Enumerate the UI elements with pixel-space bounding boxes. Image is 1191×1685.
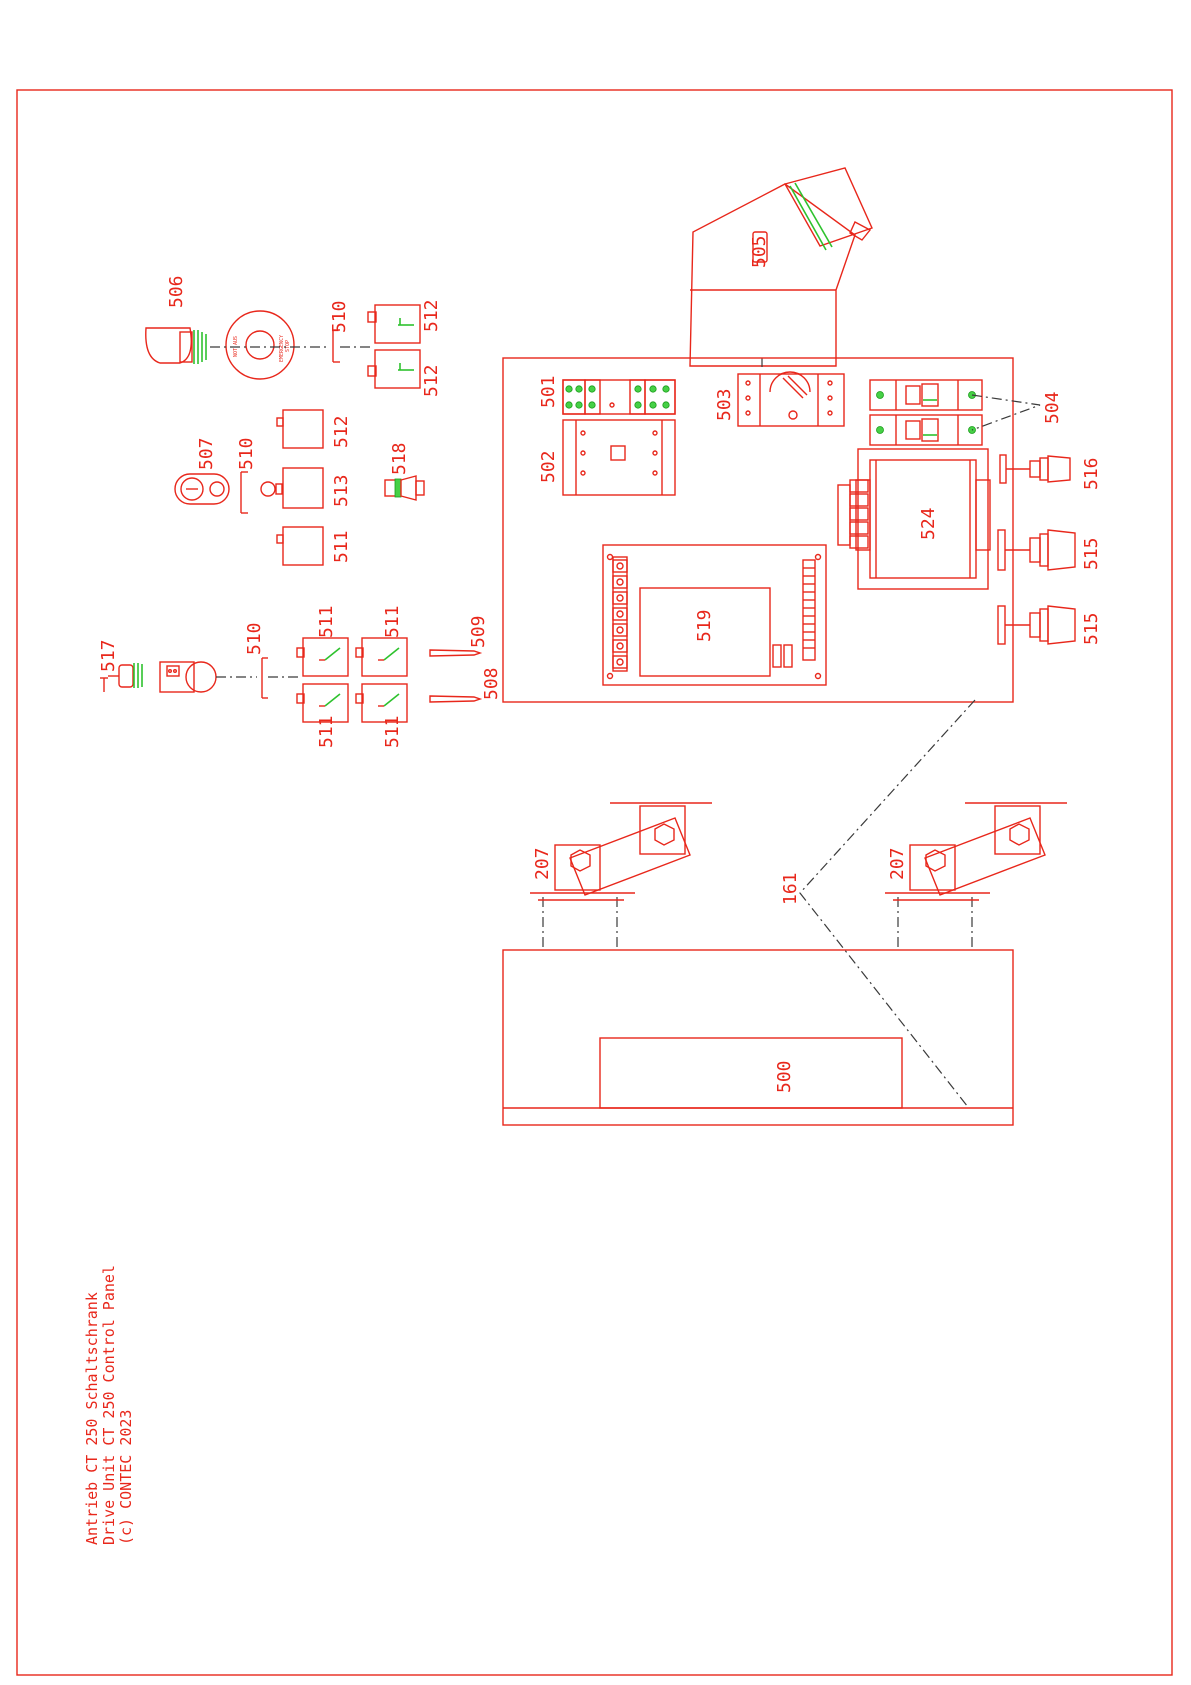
label-161: 161: [780, 872, 801, 905]
label-512-b: 512: [331, 415, 352, 448]
part-512-contact-b: [277, 410, 323, 448]
part-505-plug: [690, 168, 872, 366]
part-207-bracket-right: [885, 803, 1067, 950]
part-504-breakers: [870, 380, 982, 445]
label-512-lower: 512: [421, 364, 442, 397]
part-516-gland: [1000, 455, 1070, 483]
part-507-pushbutton: [175, 474, 229, 504]
part-510-adapter-c: [262, 658, 268, 698]
part-517-button-body: [160, 662, 216, 692]
label-511-top-left: 511: [316, 605, 337, 638]
part-511-contact-ul: [297, 638, 348, 676]
label-503: 503: [714, 388, 735, 421]
label-511-bottom-right: 511: [382, 715, 403, 748]
label-510-b: 510: [236, 437, 257, 470]
label-504: 504: [1042, 391, 1063, 424]
label-510-c: 510: [244, 622, 265, 655]
label-510-a: 510: [329, 300, 350, 333]
part-512-contact-upper: [368, 305, 420, 343]
part-500-enclosure: [503, 950, 1013, 1125]
part-509-pin: [430, 650, 480, 656]
label-511-bottom-left: 511: [316, 715, 337, 748]
label-511-top-right: 511: [382, 605, 403, 638]
label-512-upper: 512: [421, 299, 442, 332]
part-510-adapter-b: [241, 472, 248, 513]
part-506-mushroom: [146, 328, 206, 364]
part-518-switch: [385, 476, 424, 500]
part-511-contact-b: [277, 527, 323, 565]
label-524: 524: [918, 507, 939, 540]
label-513: 513: [331, 474, 352, 507]
part-503-motor-switch: [738, 372, 844, 426]
part-515-gland-lower: [998, 606, 1075, 644]
estop-plate: NOT AUS EMERGENCY STOP: [226, 311, 294, 379]
label-207-right: 207: [887, 847, 908, 880]
label-505: 505: [749, 235, 770, 268]
label-207-left: 207: [532, 847, 553, 880]
label-515-lower: 515: [1081, 612, 1102, 645]
part-207-bracket-left: [530, 803, 712, 950]
label-508: 508: [481, 667, 502, 700]
part-515-gland-upper: [998, 530, 1075, 570]
part-502-contactor: [563, 420, 675, 495]
label-502: 502: [538, 450, 559, 483]
label-511-b: 511: [331, 530, 352, 563]
label-515-upper: 515: [1081, 537, 1102, 570]
estop-label-stop: STOP: [285, 340, 291, 352]
part-508-pin: [430, 696, 480, 702]
label-501: 501: [538, 375, 559, 408]
part-512-contact-lower: [368, 350, 420, 388]
label-507: 507: [196, 437, 217, 470]
part-524-transformer: [838, 449, 990, 589]
label-506: 506: [166, 275, 187, 308]
part-501-terminal: [563, 380, 675, 414]
leader-161: [800, 700, 975, 1107]
label-516: 516: [1081, 457, 1102, 490]
part-510-adapter-a: [333, 330, 340, 362]
part-511-contact-ll: [356, 638, 407, 676]
title-line-2: Drive Unit CT 250 Control Panel: [100, 1265, 118, 1545]
label-519: 519: [694, 609, 715, 642]
part-513-led: [261, 468, 323, 508]
title-line-3: (c) CONTEC 2023: [117, 1410, 135, 1545]
label-509: 509: [468, 615, 489, 648]
label-500: 500: [774, 1060, 795, 1093]
label-517: 517: [98, 639, 119, 672]
title-line-1: Antrieb CT 250 Schaltschrank: [83, 1292, 101, 1545]
label-518: 518: [389, 442, 410, 475]
